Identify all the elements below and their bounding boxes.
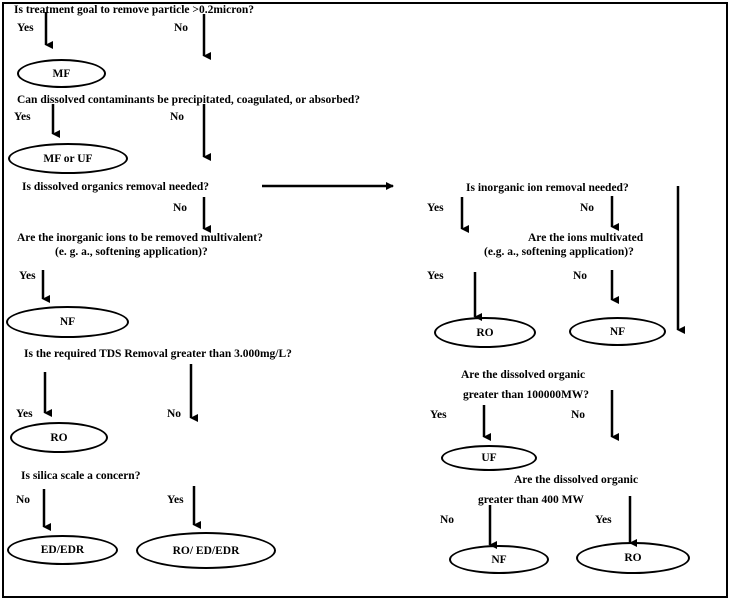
question-tds-removal: Is the required TDS Removal greater than…	[24, 348, 292, 360]
label-yes: Yes	[17, 22, 34, 34]
outcome-mf-or-uf: MF or UF	[8, 143, 128, 174]
label-yes: Yes	[16, 408, 33, 420]
label-yes: Yes	[427, 270, 444, 282]
outcome-nf-bottom: NF	[449, 545, 549, 574]
outcome-nf-mid: NF	[569, 317, 666, 346]
label-yes: Yes	[167, 494, 184, 506]
question-inorganic-removal: Is inorganic ion removal needed?	[466, 182, 629, 194]
label-no: No	[170, 111, 185, 123]
question-organic-400mw-line2: greater than 400 MW	[478, 494, 584, 506]
outcome-ed-edr: ED/EDR	[7, 535, 118, 565]
outcome-uf: UF	[441, 445, 537, 471]
label-no: No	[174, 22, 189, 34]
label-no: No	[173, 202, 188, 214]
label-no: No	[573, 270, 588, 282]
question-ions-multivated-line1: Are the ions multivated	[528, 232, 644, 244]
question-multivalent-line2: (e. g. a., softening application)?	[55, 246, 208, 258]
question-precipitate: Can dissolved contaminants be precipitat…	[17, 94, 361, 106]
label-yes: Yes	[595, 514, 612, 526]
outcome-nf-left: NF	[6, 306, 129, 338]
question-multivalent-line1: Are the inorganic ions to be removed mul…	[17, 232, 263, 244]
label-no: No	[440, 514, 455, 526]
question-organics-removal: Is dissolved organics removal needed?	[22, 181, 209, 193]
question-organic-400mw-line1: Are the dissolved organic	[514, 474, 639, 486]
label-no: No	[571, 409, 586, 421]
label-no: No	[580, 202, 595, 214]
outcome-ro-left: RO	[10, 422, 108, 453]
outcome-ro-ed-edr: RO/ ED/EDR	[136, 532, 276, 569]
label-no: No	[16, 494, 31, 506]
label-yes: Yes	[14, 111, 31, 123]
question-organic-100000mw-line2: greater than 100000MW?	[463, 389, 590, 401]
outcome-mf: MF	[17, 59, 106, 88]
label-yes: Yes	[430, 409, 447, 421]
question-particle-removal: Is treatment goal to remove particle >0.…	[14, 4, 255, 16]
question-organic-100000mw-line1: Are the dissolved organic	[461, 369, 586, 381]
question-ions-multivated-line2: (e.g. a., softening application)?	[484, 246, 634, 258]
label-no: No	[167, 408, 182, 420]
label-yes: Yes	[427, 202, 444, 214]
question-silica-scale: Is silica scale a concern?	[21, 470, 141, 482]
outcome-ro-mid: RO	[434, 317, 536, 348]
outcome-ro-bottom: RO	[576, 542, 690, 574]
label-yes: Yes	[19, 270, 36, 282]
